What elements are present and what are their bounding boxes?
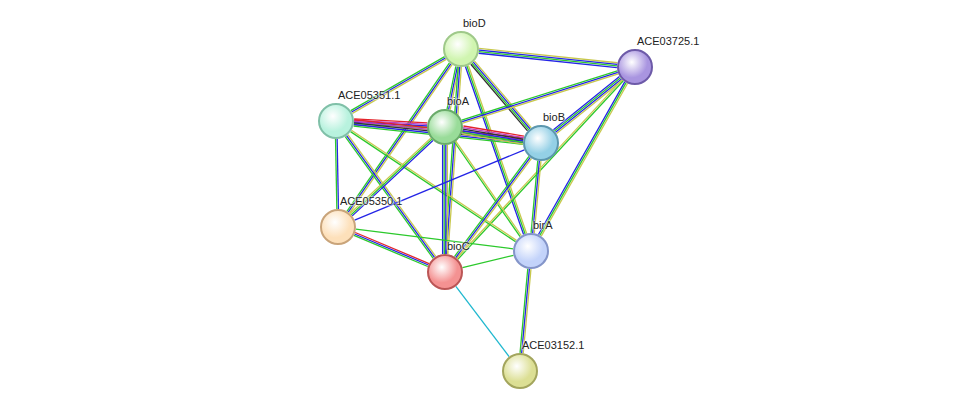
evidence-strand [479, 50, 617, 64]
interaction-edge [457, 80, 624, 260]
interaction-edge [471, 61, 531, 131]
evidence-strand [351, 57, 445, 111]
evidence-strand [352, 58, 446, 112]
interaction-edge [479, 48, 618, 67]
interaction-edge [462, 126, 524, 144]
protein-label: ACE03725.1 [637, 35, 699, 47]
protein-node: birA [513, 233, 549, 269]
evidence-strand [541, 83, 627, 236]
protein-node: ACE03152.1 [502, 353, 538, 389]
evidence-strand [458, 81, 624, 260]
evidence-strand [457, 80, 623, 259]
interaction-edge [538, 82, 627, 236]
evidence-strand [472, 63, 529, 130]
evidence-strand [462, 255, 513, 267]
evidence-strand [554, 78, 620, 131]
protein-label: bioD [463, 17, 486, 29]
interaction-edge [462, 255, 513, 267]
interaction-edge [445, 67, 462, 254]
protein-label: bioA [447, 95, 469, 107]
evidence-strand [356, 229, 513, 249]
evidence-strand [336, 139, 337, 209]
protein-node: bioA [427, 109, 463, 145]
interaction-edge [456, 286, 509, 356]
evidence-strand [445, 67, 458, 254]
evidence-strand [351, 130, 516, 240]
evidence-strand [456, 286, 509, 356]
interaction-edge [356, 229, 513, 249]
evidence-strand [468, 65, 526, 233]
protein-label: ACE03152.1 [522, 339, 584, 351]
protein-node: ACE05351.1 [318, 103, 354, 139]
evidence-strand [462, 132, 522, 142]
evidence-strand [540, 83, 626, 236]
evidence-strand [355, 234, 429, 265]
interaction-edge [465, 65, 526, 234]
protein-node: ACE03725.1 [617, 49, 653, 85]
evidence-strand [467, 66, 525, 234]
evidence-strand [354, 235, 428, 266]
evidence-strand [355, 150, 525, 220]
interaction-edge [336, 139, 339, 209]
protein-node: bioB [523, 125, 559, 161]
protein-label: ACE05350.1 [340, 195, 402, 207]
evidence-strand [479, 53, 617, 67]
interaction-edge [354, 233, 429, 267]
interaction-edge [355, 150, 525, 220]
protein-label: birA [533, 219, 553, 231]
interaction-edge [443, 145, 448, 254]
protein-node: bioC [427, 254, 463, 290]
evidence-strand [445, 145, 446, 254]
evidence-strand [444, 145, 445, 254]
protein-label: bioC [447, 240, 470, 252]
evidence-strand [465, 67, 523, 235]
protein-label: ACE05351.1 [338, 89, 400, 101]
evidence-strand [442, 145, 443, 254]
evidence-strand [462, 134, 522, 144]
evidence-strand [351, 132, 516, 242]
protein-label: bioB [543, 111, 565, 123]
interaction-edge [351, 57, 446, 114]
evidence-strand [473, 62, 530, 129]
evidence-strand [447, 145, 448, 254]
evidence-strand [337, 139, 338, 209]
protein-node: bioD [443, 31, 479, 67]
evidence-strand [352, 59, 446, 113]
evidence-strand [479, 52, 617, 66]
interaction-edge [351, 130, 517, 241]
protein-node: ACE05350.1 [320, 209, 356, 245]
